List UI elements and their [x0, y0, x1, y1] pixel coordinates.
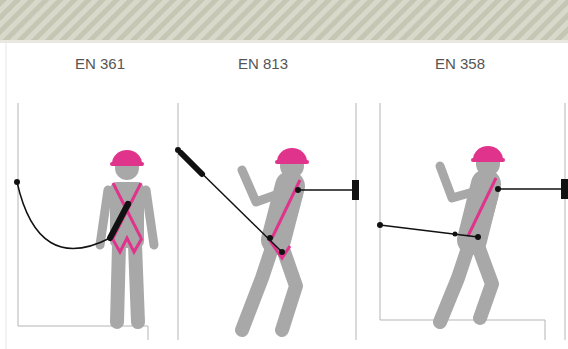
standard-label: EN 361 — [75, 55, 125, 72]
lanyard — [175, 147, 359, 255]
standard-label: EN 813 — [238, 55, 288, 72]
standard-label: EN 358 — [435, 55, 485, 72]
lanyard — [14, 179, 131, 249]
wall-lines — [18, 103, 565, 340]
worker-figure — [242, 148, 309, 330]
panel-edge — [6, 43, 7, 349]
header-band — [0, 0, 568, 40]
header-rule — [0, 40, 568, 43]
worker-figure — [100, 150, 154, 322]
lanyard — [377, 179, 568, 240]
